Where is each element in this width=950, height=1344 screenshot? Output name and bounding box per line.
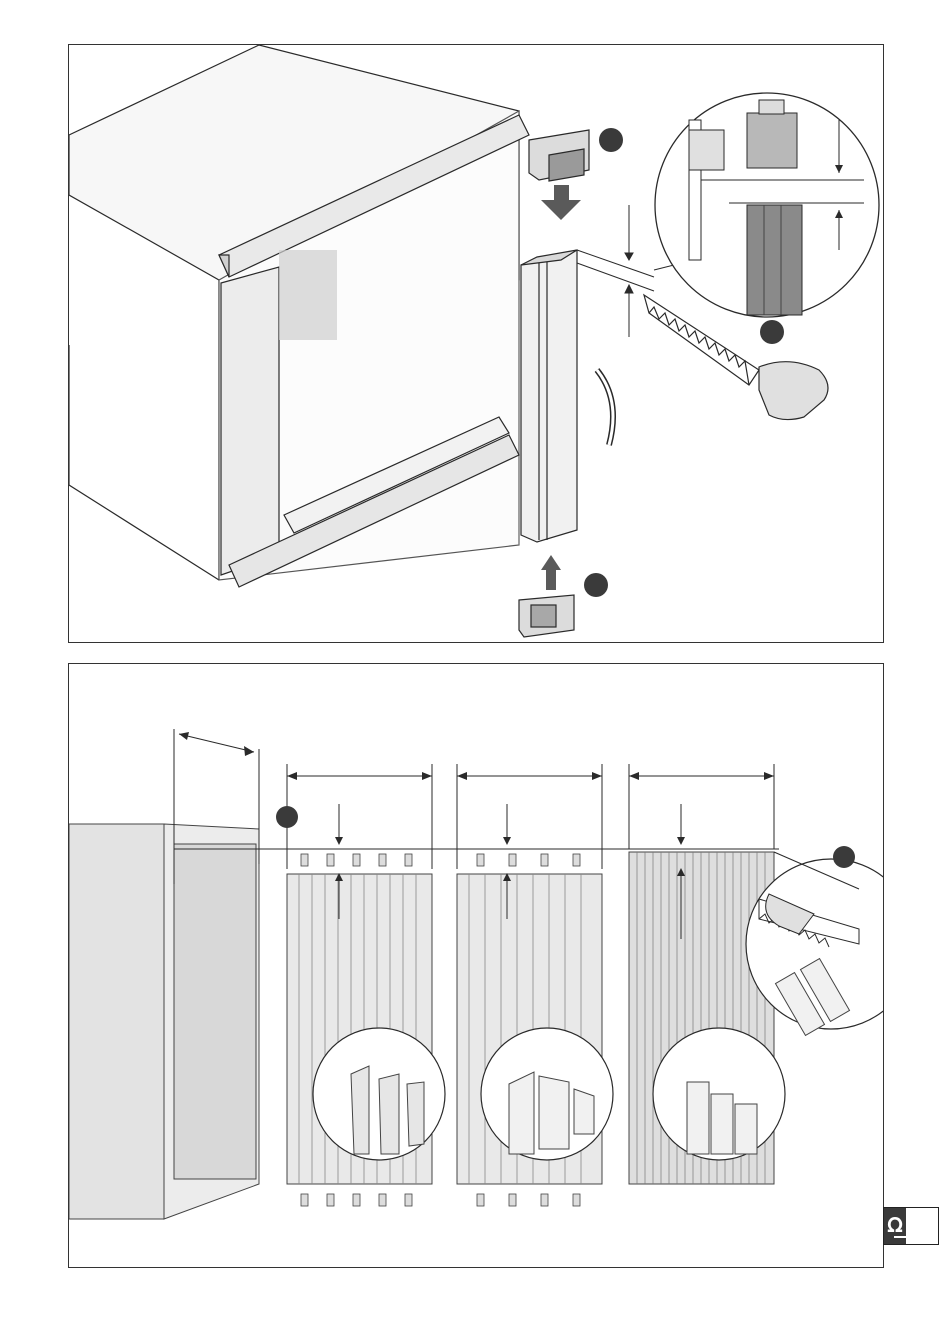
page-badge: 𝛀: [883, 1207, 939, 1245]
cabinet-side-wall: [69, 729, 259, 1219]
badge-underline: [894, 1236, 928, 1238]
top-illustration-panel: [68, 44, 884, 643]
top-connector: [529, 130, 589, 181]
profile-cutting-drawing: [69, 664, 883, 1267]
step-marker-5: [833, 846, 855, 868]
down-arrow-icon: [541, 185, 581, 220]
vertical-profile: [521, 250, 577, 542]
step-marker-2: [760, 320, 784, 344]
detail-circle-top: [655, 93, 879, 317]
cabinet-assembly-drawing: [69, 45, 883, 642]
profile-detail-1: [313, 1028, 445, 1160]
bottom-illustration-panel: [68, 663, 884, 1268]
up-arrow-icon: [541, 555, 561, 590]
profile-detail-3: [653, 1028, 785, 1160]
profile-detail-2: [481, 1028, 613, 1160]
step-marker-1: [599, 128, 623, 152]
step-marker-3: [584, 573, 608, 597]
bottom-connector: [519, 595, 574, 637]
step-marker-4: [276, 806, 298, 828]
